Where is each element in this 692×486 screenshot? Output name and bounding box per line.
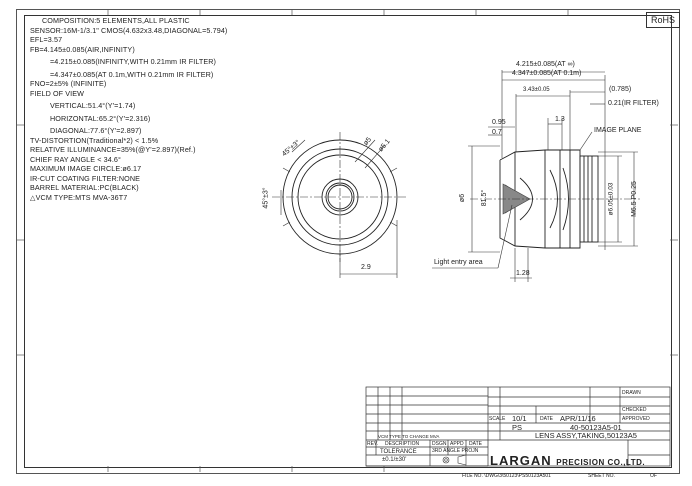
spec-line: RELATIVE ILLUMINANCE=35%(@Y'=2.897)(Ref.… bbox=[30, 145, 196, 154]
side-d07: 0.7 bbox=[492, 129, 502, 136]
brand-subtitle: PRECISION CO.,LTD. bbox=[556, 458, 646, 467]
sheet-number: SHEET NO. bbox=[588, 473, 615, 479]
outer-border bbox=[16, 9, 680, 474]
spec-line: BARREL MATERIAL:PC(BLACK) bbox=[30, 183, 139, 192]
file-number: FILE NO. \DWG\3\50123\PS50123A501 bbox=[462, 473, 551, 479]
tb-approved: APPROVED bbox=[622, 416, 650, 422]
tb-date-col: DATE bbox=[469, 441, 482, 447]
tb-part-no: 40-50123A5-01 bbox=[570, 423, 622, 432]
spec-line: TV-DISTORTION(Traditional*2) < 1.5% bbox=[30, 135, 159, 145]
spec-line: FB=4.145±0.085(AIR,INFINITY) bbox=[30, 44, 135, 54]
revision-triangle-icon: △ bbox=[30, 192, 36, 202]
side-ir-filter: 0.21(IR FILTER) bbox=[608, 100, 659, 107]
spec-line: SENSOR:16M-1/3.1" CMOS(4.632x3.48,DIAGON… bbox=[30, 25, 228, 35]
spec-line: HORIZONTAL:65.2°(Y'=2.316) bbox=[50, 113, 151, 123]
side-d095: 0.95 bbox=[492, 119, 506, 126]
tb-rev-note: VCM TYPE TO CHANGE MVA bbox=[378, 434, 440, 439]
rohs-badge: RoHS bbox=[646, 12, 680, 28]
side-len-0785: (0.785) bbox=[609, 86, 632, 93]
tb-checked: CHECKED bbox=[622, 407, 647, 413]
spec-line: FNO=2±5% (INFINITE) bbox=[30, 79, 107, 88]
spec-line: EFL=3.57 bbox=[30, 35, 63, 44]
sheet-of: OF bbox=[650, 473, 657, 479]
spec-notes: COMPOSITION:5 ELEMENTS,ALL PLASTIC SENSO… bbox=[30, 16, 227, 202]
tb-projection: 3RD ANGLE PROJN bbox=[432, 448, 479, 454]
projection-symbol-icon bbox=[442, 454, 467, 466]
side-len-343: 3.43±0.05 bbox=[523, 87, 550, 93]
spec-line: △VCM TYPE:MTS MVA-36T7 bbox=[30, 192, 128, 202]
tb-rev: REV. bbox=[367, 441, 379, 447]
tb-description: DESCRIPTION bbox=[385, 441, 420, 447]
tb-ps: PS bbox=[512, 423, 523, 432]
tb-tolerance-label: TOLERANCE bbox=[380, 449, 417, 455]
tb-scale-label: SCALE bbox=[489, 416, 506, 422]
spec-line: CHIEF RAY ANGLE < 34.6° bbox=[30, 154, 121, 164]
side-d128: 1.28 bbox=[516, 270, 530, 277]
tb-date: APR/11/16 bbox=[560, 414, 596, 423]
inner-border bbox=[24, 15, 672, 468]
front-dim-width: 2.9 bbox=[361, 264, 371, 271]
spec-line: MAXIMUM IMAGE CIRCLE:ø6.17 bbox=[30, 164, 142, 173]
brand-name: LARGAN bbox=[490, 453, 552, 468]
spec-line: =4.347±0.085(AT 0.1m,WITH 0.21mm IR FILT… bbox=[50, 69, 214, 79]
side-fb-inf: 4.215±0.085(AT ∞) bbox=[516, 61, 575, 68]
tb-dsgn: DSGN bbox=[432, 441, 447, 447]
spec-line: IR-CUT COATING FILTER:NONE bbox=[30, 173, 141, 183]
tb-drawn: DRAWN bbox=[622, 390, 641, 396]
tb-scale: 10/1 bbox=[512, 414, 527, 423]
company-logo: LARGAN PRECISION CO.,LTD. bbox=[490, 453, 645, 468]
side-fb-near: 4.347±0.085(AT 0.1m) bbox=[512, 70, 582, 77]
tb-date-label: DATE bbox=[540, 416, 553, 422]
tb-appd: APPD bbox=[450, 441, 464, 447]
spec-line: =4.215±0.085(INFINITY,WITH 0.21mm IR FIL… bbox=[50, 57, 217, 66]
tb-tolerance: ±0.1/±30' bbox=[382, 457, 407, 463]
side-image-plane: IMAGE PLANE bbox=[594, 127, 642, 134]
spec-line: VERTICAL:51.4°(Y'=1.74) bbox=[50, 101, 136, 110]
side-light-entry: Light entry area bbox=[434, 259, 483, 266]
tb-title: LENS ASSY,TAKING,50123A5 bbox=[535, 431, 637, 440]
spec-line: COMPOSITION:5 ELEMENTS,ALL PLASTIC bbox=[42, 16, 190, 25]
spec-line: FIELD OF VIEW bbox=[30, 88, 85, 98]
side-d13: 1.3 bbox=[555, 116, 565, 123]
spec-line: DIAGONAL:77.6°(Y'=2.897) bbox=[50, 126, 142, 135]
